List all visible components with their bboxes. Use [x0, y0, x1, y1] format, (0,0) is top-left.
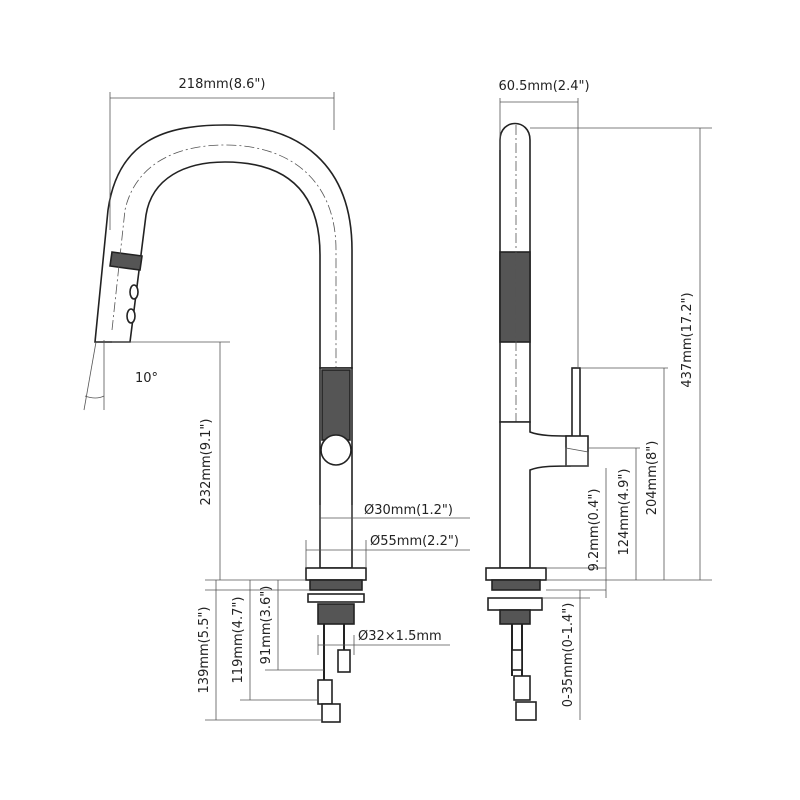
side-spout-band — [499, 251, 531, 343]
hose-fitting-right — [337, 649, 351, 673]
side-base-ring — [491, 579, 541, 591]
side-lever-handle — [571, 367, 581, 441]
hose-end — [321, 703, 341, 723]
lever-knob — [320, 434, 352, 466]
spray-button-top — [129, 284, 139, 300]
hose-91-label: 91mm(3.6") — [259, 586, 274, 665]
body-slot — [321, 369, 351, 441]
hose-139-label: 139mm(5.5") — [197, 607, 212, 694]
spout-height-label: 232mm(9.1") — [199, 419, 214, 506]
shank-nut — [317, 603, 355, 625]
front-width-label: 218mm(8.6") — [179, 77, 266, 92]
shank-washer — [307, 593, 365, 603]
spout-angle-label: 10° — [135, 371, 158, 386]
side-base-plate — [485, 567, 547, 581]
handle-height-label: 204mm(8") — [645, 441, 660, 516]
base-height-label: 9.2mm(0.4") — [587, 489, 602, 572]
side-hose-fitting — [513, 675, 531, 701]
spray-button-bottom — [126, 308, 136, 324]
base-plate — [305, 567, 367, 581]
side-body — [499, 421, 571, 569]
body-diameter-label: Ø30mm(1.2") — [364, 503, 453, 518]
lever-height-label: 124mm(4.9") — [617, 469, 632, 556]
front-view: 218mm(8.6") 10° 232mm(9.1") Ø30mm(1.2") … — [83, 77, 470, 723]
base-ring — [309, 579, 363, 591]
side-fitting — [511, 649, 523, 671]
hose-fitting-left — [317, 679, 333, 705]
side-depth-label: 60.5mm(2.4") — [498, 79, 589, 94]
spout-centerline — [111, 144, 337, 470]
spout-outline — [94, 124, 353, 369]
total-height-label: 437mm(17.2") — [680, 292, 695, 387]
deck-range-label: 0-35mm(0-1.4") — [561, 603, 576, 708]
side-view: 60.5mm(2.4") 437mm(17.2") 204mm(8") 124m… — [485, 79, 712, 721]
base-diameter-label: Ø55mm(2.2") — [370, 534, 459, 549]
shank-label: Ø32×1.5mm — [358, 629, 442, 644]
side-hose-end — [515, 701, 537, 721]
side-nut — [499, 609, 531, 625]
spray-head-band — [109, 251, 143, 271]
hose-119-label: 119mm(4.7") — [231, 597, 246, 684]
side-washer — [487, 597, 543, 611]
